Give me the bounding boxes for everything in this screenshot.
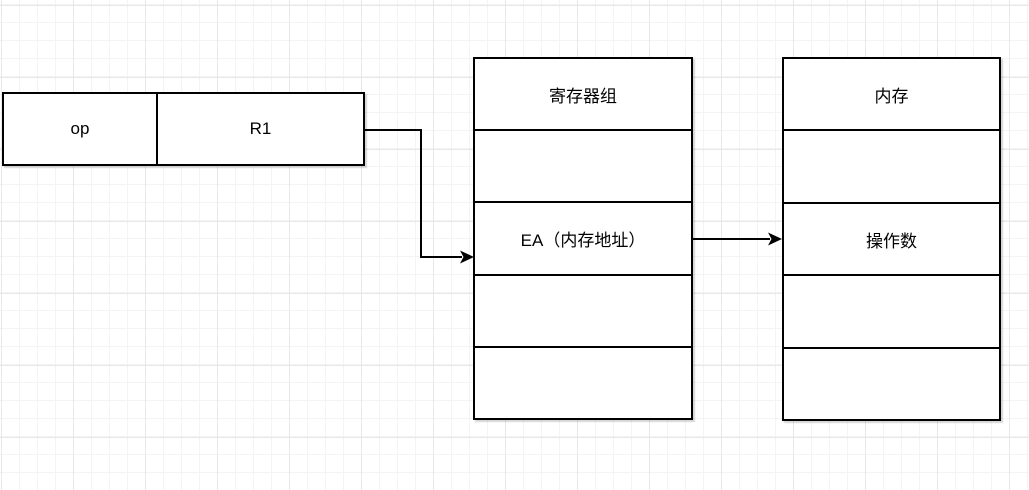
register-row [475, 131, 691, 204]
register-row [475, 276, 691, 348]
register-file-title-row: 寄存器组 [475, 59, 691, 132]
register-field: R1 [158, 94, 363, 164]
memory-title-row: 内存 [784, 59, 999, 132]
arrow-instruction-to-register [365, 129, 474, 264]
opcode-label: op [70, 119, 90, 138]
register-label: R1 [249, 119, 272, 138]
memory-row [784, 131, 999, 204]
arrow-register-to-memory [693, 232, 782, 246]
instruction-box: op R1 [2, 92, 365, 166]
register-row-ea-label: EA（内存地址） [520, 231, 646, 250]
memory-title: 内存 [874, 86, 909, 106]
register-file-title: 寄存器组 [549, 86, 617, 106]
arrowhead-icon [460, 250, 474, 264]
memory-table: 内存 操作数 [782, 57, 1001, 421]
memory-row [784, 349, 999, 419]
register-row [475, 348, 691, 418]
memory-row-operand: 操作数 [784, 204, 999, 277]
arrowhead-icon [768, 232, 782, 246]
register-row-ea: EA（内存地址） [475, 203, 691, 276]
register-file-table: 寄存器组 EA（内存地址） [473, 57, 693, 420]
memory-row [784, 276, 999, 349]
opcode-field: op [4, 94, 158, 164]
memory-operand-label: 操作数 [866, 231, 917, 251]
